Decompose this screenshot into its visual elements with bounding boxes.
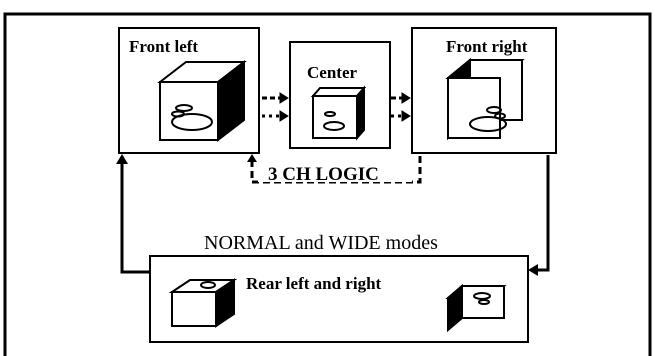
center-speaker-icon xyxy=(310,85,367,141)
arrow-front-left-to-center xyxy=(262,92,289,122)
arrow-center-to-front-right xyxy=(391,92,411,122)
front-right-label: Front right xyxy=(446,37,528,56)
arrow-front-right-to-rear xyxy=(528,155,550,276)
rear-label: Rear left and right xyxy=(246,274,382,293)
rear-left-speaker-icon xyxy=(168,278,238,328)
center-label: Center xyxy=(307,63,357,82)
arrow-rear-to-front-left xyxy=(116,154,150,274)
modes-label: NORMAL and WIDE modes xyxy=(204,232,438,254)
rear-right-speaker-icon xyxy=(445,283,507,333)
diagram-frame xyxy=(3,12,652,356)
front-left-label: Front left xyxy=(129,37,198,56)
logic-loop xyxy=(247,152,422,184)
front-left-speaker-icon xyxy=(157,59,247,143)
front-right-speaker-icon xyxy=(445,57,525,141)
logic-label: 3 CH LOGIC xyxy=(268,164,379,185)
